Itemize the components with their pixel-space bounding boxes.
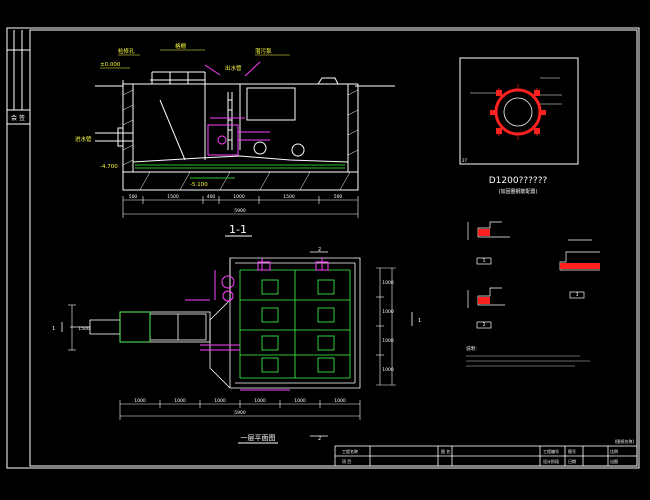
title-block-cell: 出图 bbox=[610, 458, 618, 464]
plan-dim-right: 1000 bbox=[382, 338, 394, 344]
notes-heading: 说明： bbox=[466, 345, 480, 352]
title-block-cell: 图号 bbox=[568, 448, 576, 454]
title-block-corner-label: (图纸名称) bbox=[615, 438, 635, 444]
sheet-frame bbox=[6, 27, 640, 469]
plan-dim-bottom: 1000 bbox=[174, 398, 186, 404]
plan-dim-right: 1000 bbox=[382, 367, 394, 373]
title-block-cell: 工程编号 bbox=[543, 448, 559, 454]
section-annotation: ±0.000 bbox=[100, 62, 121, 68]
notes-block: 说明： bbox=[466, 345, 590, 367]
plan-title: 一层平面图 bbox=[241, 434, 276, 442]
plan-dim-bottom: 1000 bbox=[134, 398, 146, 404]
plan-section-mark: 1 bbox=[52, 326, 55, 332]
title-block-cell: 工程名称 bbox=[342, 448, 358, 454]
small-detail-label: 3 bbox=[576, 292, 579, 298]
section-title: 1-1 bbox=[229, 223, 247, 236]
section-annotation: 出水管 bbox=[225, 64, 242, 72]
small-details: 1 2 3 bbox=[467, 221, 600, 329]
manhole-subtitle: (加固圈钢筋配置) bbox=[499, 188, 538, 195]
plan-section-mark: 1 bbox=[418, 318, 421, 324]
manhole-corner-mark: 27 bbox=[462, 158, 468, 163]
title-block-cell: 项 目 bbox=[342, 458, 351, 464]
plan-view: 2 2 1 1 bbox=[52, 247, 421, 444]
plan-dim-right: 1000 bbox=[382, 280, 394, 286]
title-block-cell: 设计阶段 bbox=[543, 458, 559, 464]
section-dim-top: 500 bbox=[129, 194, 138, 200]
plan-dim-right: 1000 bbox=[382, 309, 394, 315]
section-dim-top: 1500 bbox=[283, 194, 295, 200]
section-annotation: -4.700 bbox=[100, 164, 118, 170]
side-strip-label: 会 签 bbox=[11, 114, 25, 122]
plan-section-mark: 2 bbox=[318, 247, 321, 253]
plan-overall-dimension: 5900 bbox=[234, 410, 246, 416]
plan-dim-bottom: 1000 bbox=[214, 398, 226, 404]
section-dim-top: 1000 bbox=[233, 194, 245, 200]
manhole-detail: 27 D1200?????? (加固圈钢筋配置) bbox=[459, 57, 579, 195]
section-view: 检修孔 格栅 潜污泵 ±0.000 进水管 出水管 -4.700 -5.100 … bbox=[75, 42, 395, 237]
plan-left-dim: 1500 bbox=[78, 326, 90, 332]
section-annotation: 格栅 bbox=[175, 42, 187, 50]
section-dim-top: 1500 bbox=[167, 194, 179, 200]
small-detail-label: 1 bbox=[483, 258, 486, 264]
title-block-cell: 比例 bbox=[610, 448, 618, 454]
section-dim-top: 500 bbox=[334, 194, 343, 200]
plan-section-mark: 2 bbox=[318, 436, 321, 442]
section-annotation: 进水管 bbox=[75, 135, 92, 143]
plan-dim-bottom: 1000 bbox=[294, 398, 306, 404]
plan-dim-bottom: 1000 bbox=[254, 398, 266, 404]
section-overall-dimension: 5900 bbox=[234, 208, 246, 214]
section-dim-top: 400 bbox=[207, 194, 216, 200]
title-block: 工程名称 项 目 图 名 工程编号 设计阶段 图号 日期 比例 出图 (图纸名称… bbox=[334, 438, 638, 467]
plan-dim-bottom: 1000 bbox=[334, 398, 346, 404]
section-annotation: 潜污泵 bbox=[255, 47, 272, 55]
section-annotation: 检修孔 bbox=[118, 47, 135, 55]
manhole-title: D1200?????? bbox=[489, 176, 548, 186]
small-detail-label: 2 bbox=[483, 322, 486, 328]
title-block-cell: 图 名 bbox=[441, 448, 450, 454]
section-annotation: -5.100 bbox=[190, 182, 208, 188]
title-block-cell: 日期 bbox=[568, 458, 576, 464]
